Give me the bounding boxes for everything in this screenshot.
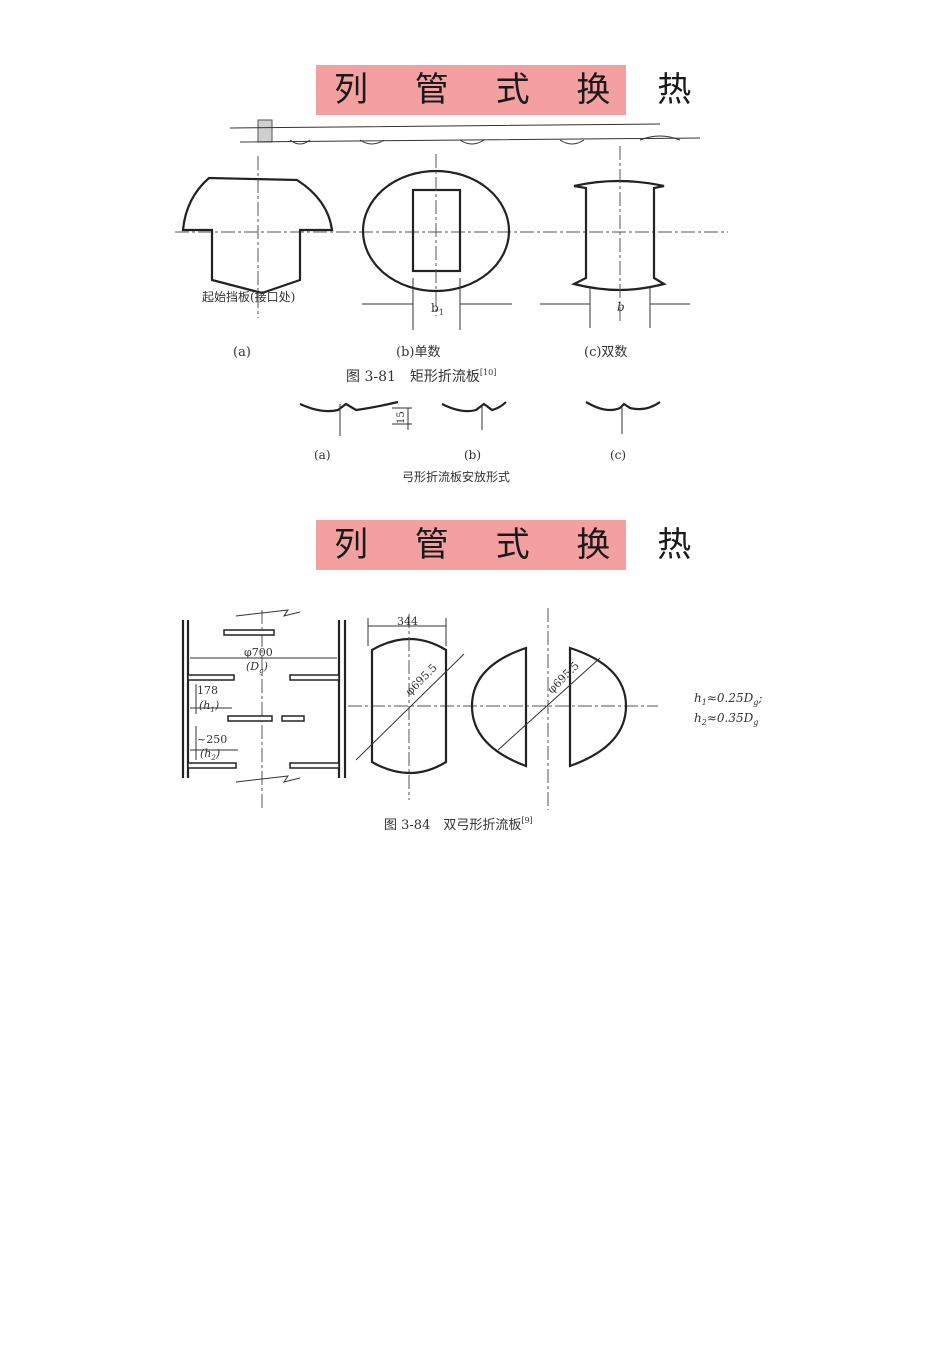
- dimension-dg-label: (Dg): [246, 660, 268, 675]
- shell-longitudinal-section: [181, 609, 347, 810]
- dimension-d1-label: φ695.5: [403, 661, 440, 698]
- dimension-h1-label: (h1): [199, 699, 219, 714]
- double-rect-baffle: [540, 146, 690, 328]
- dimension-b-label: b: [617, 300, 625, 314]
- formula-h1: h1≈0.25Dg;: [694, 691, 762, 707]
- start-baffle-label: 起始挡板(接口处): [202, 289, 295, 304]
- formula-h2: h2≈0.35Dg: [694, 711, 758, 727]
- segment-sub-b-label: (b): [464, 448, 481, 462]
- segment-position-c: [585, 401, 661, 434]
- section-title-banner: 列 管 式 换 热: [316, 520, 691, 570]
- figure-3-84-caption: 图 3-84 双弓形折流板[9]: [384, 816, 533, 833]
- segment-sub-c-label: (c): [610, 448, 626, 462]
- single-rect-baffle: [361, 154, 512, 330]
- double-outer-segment-baffles: [470, 608, 628, 810]
- segment-caption: 弓形折流板安放形式: [402, 469, 510, 484]
- dimension-344-label: 344: [397, 615, 418, 628]
- subfigure-b-label: (b)单数: [396, 345, 440, 360]
- figure-3-81-caption: 图 3-81 矩形折流板[10]: [346, 368, 496, 385]
- segment-sub-a-label: (a): [314, 448, 331, 462]
- segment-position-a: [299, 400, 412, 436]
- subfigure-c-label: (c)双数: [584, 345, 627, 360]
- middle-segment-baffle: [355, 614, 465, 800]
- subfigure-a-label: (a): [233, 345, 251, 360]
- dimension-250-label: ~250: [197, 733, 227, 746]
- double-segment-baffle-figure: φ700 (Dg) 178 (h1) ~250 (h2) 344 φ695.5 …: [181, 608, 762, 833]
- dimension-700-label: φ700: [244, 646, 273, 659]
- start-baffle-shape: [181, 156, 334, 318]
- page-title-banner: 列 管 式 换 热: [316, 65, 691, 115]
- dimension-15-label: 15: [396, 411, 407, 424]
- tube-row-top: [229, 119, 701, 145]
- dimension-b1-label: b1: [431, 301, 444, 317]
- dimension-178-label: 178: [197, 684, 218, 697]
- rectangular-baffle-figure: 起始挡板(接口处) b1 b (a) (b)单数 (c)双数 图 3-81 矩形…: [175, 119, 728, 484]
- dimension-h2-label: (h2): [200, 747, 220, 762]
- segment-position-b: [441, 401, 507, 430]
